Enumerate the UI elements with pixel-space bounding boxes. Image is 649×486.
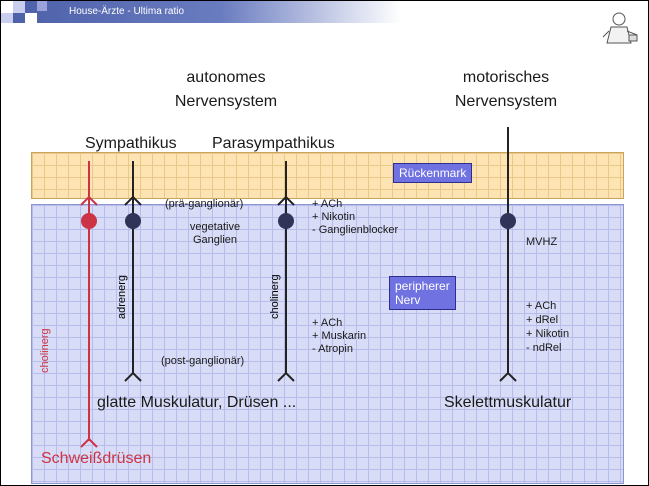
spinal-cord-box: Rückenmark xyxy=(393,163,473,183)
parasympathetic-synapse-receiver xyxy=(277,195,295,206)
sweat-synapse-receiver xyxy=(80,195,98,206)
sympathetic-ganglion xyxy=(125,213,141,229)
vegetative-ganglia-line1: vegetative xyxy=(189,221,241,233)
vegetative-ganglia-line2: Ganglien xyxy=(192,234,238,246)
doctor-clipart-icon xyxy=(602,12,638,44)
motor-neuron-cell-body xyxy=(500,213,516,229)
cholinergic-sweat-label: cholinerg xyxy=(39,328,51,373)
autonomic-heading-line2: Nervensystem xyxy=(174,93,278,110)
motor-agent: + Nikotin xyxy=(526,328,570,340)
peripheral-region xyxy=(31,204,624,484)
sweat-gland-terminal xyxy=(80,437,98,448)
pre-ganglionic-label: (prä-ganglionär) xyxy=(165,198,244,210)
logo-squares-icon xyxy=(1,1,47,23)
motor-agent: + ACh xyxy=(526,300,557,312)
spinal-cord-band xyxy=(31,152,624,199)
parasympathetic-agent: - Atropin xyxy=(312,343,353,355)
parasympathetic-agent: + ACh xyxy=(312,317,343,329)
adrenergic-label: adrenerg xyxy=(116,274,128,319)
peripheral-nerve-box: peripherer Nerv xyxy=(389,276,456,310)
sympathetic-synapse-receiver xyxy=(124,195,142,206)
parasympathetic-agent: + Muskarin xyxy=(312,330,367,342)
parasympathetic-terminal xyxy=(277,371,295,382)
motor-heading-line2: Nervensystem xyxy=(454,93,558,110)
sympathetic-terminal xyxy=(124,371,142,382)
ganglion-agent: - Ganglienblocker xyxy=(312,224,399,236)
ganglion-agent: + Nikotin xyxy=(312,211,356,223)
parasympathetic-agents: + ACh + Muskarin - Atropin xyxy=(312,317,366,356)
skeletal-muscle-target: Skelettmuskulatur xyxy=(444,394,572,411)
mvhz-label: MVHZ xyxy=(526,236,558,248)
motor-agent: + dRel xyxy=(526,314,559,326)
peripheral-nerve-label-line2: Nerv xyxy=(395,293,421,307)
ganglion-agents: + ACh + Nikotin - Ganglienblocker xyxy=(312,198,398,237)
motor-agents: + ACh + dRel + Nikotin - ndRel xyxy=(526,299,569,355)
parasympathetic-heading: Parasympathikus xyxy=(212,135,335,152)
cholinergic-label: cholinerg xyxy=(269,274,281,319)
peripheral-nerve-label-line1: peripherer xyxy=(395,279,450,293)
motor-terminal xyxy=(499,371,517,382)
motor-heading-line1: motorisches xyxy=(462,69,550,86)
title-bar: House-Ärzte - Ultima ratio xyxy=(1,1,401,23)
ganglion-agent: + ACh xyxy=(312,198,343,210)
autonomic-heading-line1: autonomes xyxy=(186,69,266,86)
post-ganglionic-label: (post-ganglionär) xyxy=(161,355,245,367)
sympathetic-heading: Sympathikus xyxy=(85,135,177,152)
motor-agent: - ndRel xyxy=(526,342,562,354)
smooth-muscle-target: glatte Muskulatur, Drüsen ... xyxy=(97,394,297,411)
parasympathetic-ganglion xyxy=(278,213,294,229)
sweat-ganglion xyxy=(81,213,97,229)
slide-title: House-Ärzte - Ultima ratio xyxy=(69,6,185,17)
sweat-glands-target: Schweißdrüsen xyxy=(41,450,152,467)
